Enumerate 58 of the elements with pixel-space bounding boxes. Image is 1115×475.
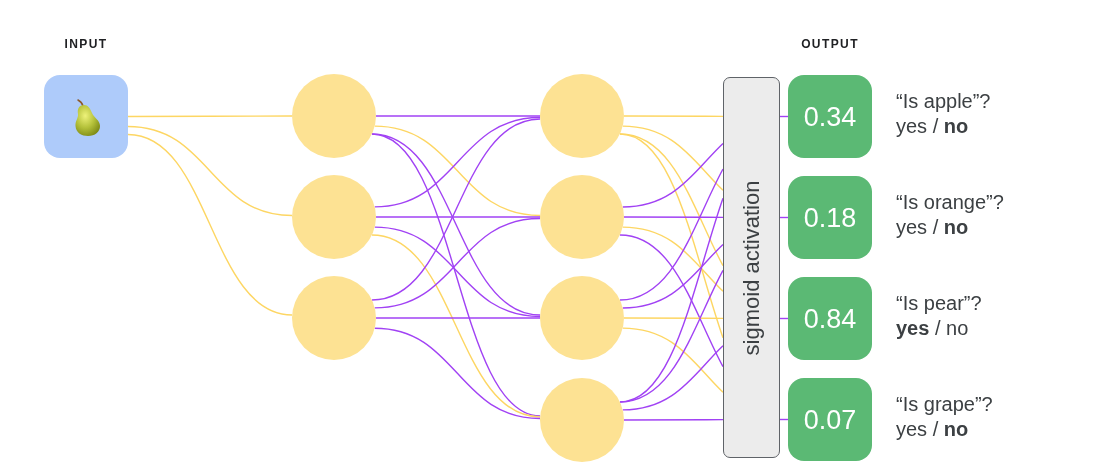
connection-line — [127, 125, 293, 217]
connection-line — [127, 115, 293, 118]
activation-label: sigmoid activation — [738, 180, 765, 355]
connection-line — [371, 133, 541, 316]
output-value: 0.18 — [803, 201, 857, 234]
connection-line — [623, 418, 724, 421]
neuron-circle — [292, 74, 376, 158]
column-heading: INPUT — [64, 37, 108, 51]
neuron-circle — [540, 378, 624, 462]
connection-line — [374, 116, 541, 208]
connection-line — [619, 133, 724, 339]
input-tile — [44, 75, 128, 158]
output-box — [788, 378, 872, 461]
connection-line — [622, 125, 724, 192]
output-box — [788, 277, 872, 360]
connection-line — [623, 216, 724, 219]
connection-line — [622, 243, 724, 309]
question-text: “Is grape”? — [896, 391, 993, 417]
connection-line — [619, 133, 724, 267]
connection-line — [619, 269, 724, 403]
neuron-circle — [540, 276, 624, 360]
connection-line — [371, 118, 541, 301]
question-text: “Is apple”? — [896, 88, 991, 114]
connection-line — [622, 142, 724, 208]
connection-line — [374, 125, 541, 217]
output-box — [788, 176, 872, 259]
connection-line — [127, 133, 293, 316]
answer-choice-text: yes / no — [896, 416, 969, 442]
connection-line — [371, 234, 541, 418]
connection-line — [622, 344, 724, 411]
output-value: 0.84 — [803, 302, 857, 335]
connection-line — [623, 115, 724, 118]
question-text: “Is pear”? — [896, 290, 982, 316]
answer-choice-text: yes / no — [896, 315, 969, 341]
connection-line — [375, 115, 541, 117]
connection-line — [619, 168, 724, 301]
neuron-circle — [540, 74, 624, 158]
connection-line — [622, 226, 724, 293]
activation-bar — [723, 77, 780, 458]
connection-line — [375, 317, 541, 319]
output-value: 0.07 — [803, 403, 857, 436]
connection-line — [375, 216, 541, 218]
connection-line — [371, 133, 541, 417]
connection-line — [619, 234, 724, 368]
output-value: 0.34 — [803, 100, 857, 133]
connection-line — [374, 217, 541, 309]
connection-line — [623, 317, 724, 320]
neuron-circle — [292, 276, 376, 360]
connection-line — [374, 327, 541, 420]
answer-choice-text: yes / no — [896, 113, 969, 139]
column-heading: OUTPUT — [801, 37, 859, 51]
neuron-circle — [292, 175, 376, 259]
connection-line — [622, 327, 724, 394]
output-box — [788, 75, 872, 158]
neuron-circle — [540, 175, 624, 259]
answer-choice-text: yes / no — [896, 214, 969, 240]
connection-line — [374, 226, 541, 318]
question-text: “Is orange”? — [896, 189, 1004, 215]
